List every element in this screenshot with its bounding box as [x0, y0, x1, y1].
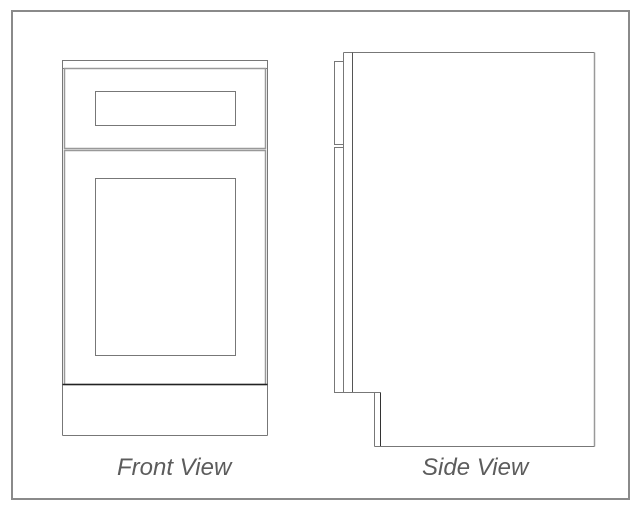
drawing-frame	[11, 10, 630, 500]
side-view-label: Side View	[422, 454, 529, 481]
cabinet-top-edge	[62, 60, 268, 69]
door-profile	[334, 147, 344, 393]
front-view-label: Front View	[117, 454, 232, 481]
side-view	[334, 52, 596, 447]
door-panel	[95, 178, 236, 356]
front-view	[62, 60, 268, 436]
drawer-front	[63, 67, 267, 150]
drawer-panel	[95, 91, 236, 126]
drawer-front-profile	[334, 61, 344, 145]
